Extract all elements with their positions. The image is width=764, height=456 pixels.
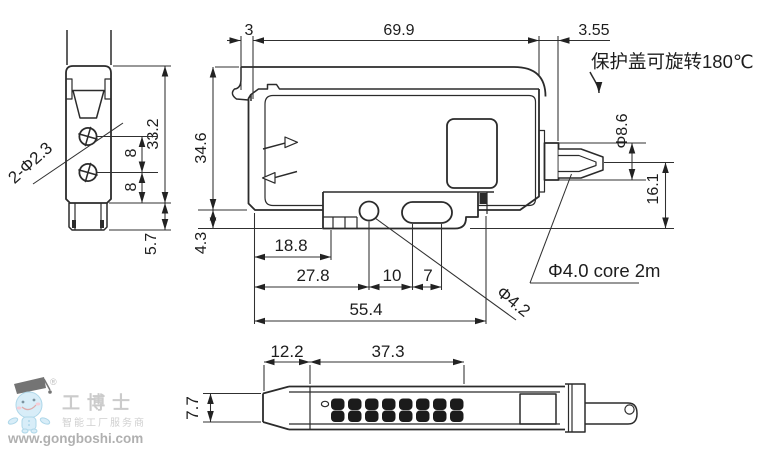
fiber-cable [558,148,604,179]
dim-text-body-width: 7.7 [183,396,202,420]
light-in-arrow-icon [261,170,298,184]
dim-text-hole-pitch-upper: 8 [123,148,140,157]
screw-hole-icon [78,126,98,147]
pilot-hole-icon [320,400,330,408]
dim-text-to-foot: 18.8 [274,236,307,255]
dim-foot-drop: 4.3 [193,210,322,254]
dim-text-left-foot-height: 5.7 [143,233,160,255]
dim-text-hole-to-slot: 10 [383,266,402,285]
dim-left-height: 33.2 [113,65,171,203]
mounting-slot [401,201,453,224]
left-clip-notch-right [104,78,111,100]
label-text-hole-dia: Φ4.2 [493,283,534,321]
light-out-arrow-icon [262,136,299,150]
dim-hole-pitch-lower: 8 [97,171,158,203]
din-clip [479,193,487,204]
cable-boot [538,129,560,193]
mounting-hole [358,200,380,222]
left-clip-notch-left [66,78,73,100]
label-text-mount-holes: 2-Φ2.3 [5,138,57,187]
brand-name: 工博士 [62,392,137,413]
brand-slogan: 智能工厂服务商 [62,416,146,429]
screw-hole-icon [78,162,98,183]
dim-boot-offset: 3.55 [539,22,610,141]
dim-boot-dia: Φ8.6 [559,113,646,181]
dim-text-cable-height: 16.1 [645,173,662,204]
fiber-cables-top [66,30,112,65]
dim-text-lid-overhang: 3 [245,22,254,39]
dim-chain-extensions [253,213,487,324]
dim-text-to-hole: 27.8 [296,266,329,285]
dim-text-left-height: 33.2 [145,118,162,149]
dim-text-body-length: 69.9 [383,22,414,39]
dim-hole-to-slot: 10 [369,266,413,291]
watermark: ® 工博士 智能工厂服务商 www.gongboshi.com [7,377,146,446]
registered-mark: ® [50,377,57,387]
dim-text-foot-span: 55.4 [349,300,382,319]
dim-text-body-height: 34.6 [193,132,210,163]
mounting-foot [322,191,494,230]
dim-text-hole-pitch-lower: 8 [123,182,140,191]
label-text-cover-note: 保护盖可旋转180℃ [591,51,754,72]
brand-url: www.gongboshi.com [7,431,143,446]
connector-pins [320,398,464,422]
bottom-view: 12.2 37.3 7.7 [183,342,638,433]
main-body-inner-contour [264,94,537,207]
dim-nose-length: 12.2 [263,342,311,391]
label-cable-spec: Φ4.0 core 2m [529,173,660,284]
display-window [446,118,498,189]
cover-note-arrow-icon [589,71,603,94]
dim-text-foot-drop: 4.3 [193,232,210,254]
bottom-cable-boot [565,383,586,433]
dim-text-boot-offset: 3.55 [578,22,609,39]
left-view: 33.2 8 8 5.7 2-Φ2.3 [5,30,171,255]
mascot-logo [7,377,52,434]
label-cover-note: 保护盖可旋转180℃ [589,51,754,94]
dim-window-length: 37.3 [310,342,465,384]
dim-body-length: 69.9 [253,22,540,75]
dim-to-foot: 18.8 [254,236,331,261]
bottom-body-outline [262,385,565,431]
body-top-step [250,83,539,101]
label-text-cable-spec: Φ4.0 core 2m [548,260,660,281]
dim-text-window-length: 37.3 [371,342,404,361]
dim-to-hole: 27.8 [254,266,369,291]
dim-text-slot-pitch: 7 [423,266,432,285]
main-view: 3 69.9 3.55 34.6 4.3 [193,22,754,325]
dim-lid-overhang: 3 [227,22,254,99]
dim-body-width: 7.7 [183,392,261,423]
dim-body-height: 34.6 [193,66,247,211]
dim-slot-pitch: 7 [412,266,442,291]
dim-left-foot-height: 5.7 [109,202,171,255]
main-body-outline [247,89,540,211]
dim-text-nose-length: 12.2 [270,342,303,361]
dim-text-boot-dia: Φ8.6 [614,113,631,148]
indicator-window [519,393,557,425]
bottom-cable [585,402,638,425]
dim-foot-span: 55.4 [254,300,486,325]
dim-cable-height: 16.1 [470,161,674,230]
fiber-lock-lever [72,89,105,119]
left-foot [68,203,108,231]
dim-hole-pitch-upper: 8 [97,135,158,173]
